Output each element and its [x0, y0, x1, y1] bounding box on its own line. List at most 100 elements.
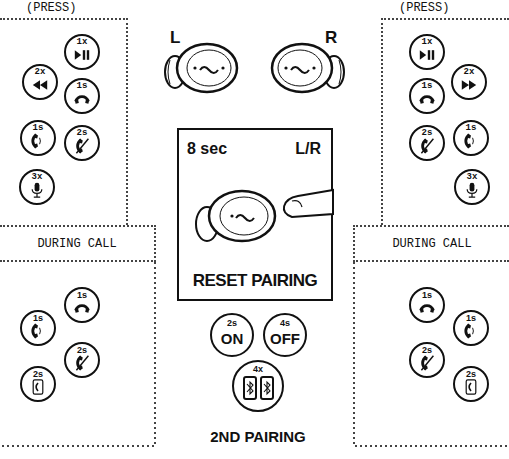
node-text: 2ND PAIRING — [210, 428, 306, 445]
node-text: 8 sec — [187, 140, 227, 158]
node-text: OFF — [265, 330, 305, 347]
control-circle: 2s — [409, 342, 445, 378]
node-text: 1x — [66, 37, 98, 47]
node-text: 2s — [455, 369, 487, 379]
decline-icon — [76, 356, 88, 370]
panel-outline — [0, 262, 155, 446]
ear-tip-line — [168, 60, 170, 84]
play-pause-icon — [75, 50, 89, 60]
logo-mark — [200, 67, 218, 73]
phone-outline — [261, 377, 273, 399]
earbud-body — [177, 44, 237, 92]
ear-tip — [196, 207, 218, 241]
control-circle: 3x — [19, 169, 55, 205]
control-circle: 2s — [453, 366, 489, 402]
panel-outline — [354, 262, 509, 446]
hang-up-icon — [420, 97, 434, 104]
ear-tip — [324, 56, 344, 88]
reset-box: 8 sec L/R RESET PAIRING — [177, 128, 333, 301]
control-circle: 1s — [64, 287, 100, 323]
phone-icon — [466, 134, 474, 148]
control-circle: 1s — [64, 78, 100, 114]
play-pause-icon — [420, 50, 434, 60]
control-circle: 1s — [409, 287, 445, 323]
button-panel: (PRESS)1x2x1s1s2s3x — [381, 18, 509, 225]
logo-mark — [236, 215, 254, 221]
node-text: 2s — [22, 369, 54, 379]
node-text: (PRESS) — [399, 1, 449, 15]
transfer-icon — [33, 380, 43, 394]
side-label: L — [170, 28, 180, 48]
hang-up-icon — [420, 306, 434, 313]
call-band: DURING CALL — [0, 225, 156, 262]
earbud-left — [165, 44, 237, 92]
node-text: 4s — [265, 318, 305, 328]
logo-dot — [312, 66, 315, 69]
logo-dot — [221, 66, 224, 69]
mic-icon — [32, 183, 42, 197]
earbud-ring — [187, 50, 231, 86]
control-circle: 1s — [453, 120, 489, 156]
phone-icon — [33, 134, 41, 148]
power-circle: 4sOFF — [263, 313, 307, 357]
node-text: (PRESS) — [26, 1, 76, 15]
phone-icon — [466, 324, 474, 338]
hang-up-icon — [75, 306, 89, 313]
control-circle: 1s — [409, 78, 445, 114]
control-circle: 2x — [451, 64, 487, 100]
finger — [284, 190, 333, 217]
control-circle: 1s — [20, 120, 56, 156]
node-text: 3x — [21, 172, 53, 182]
phone-icon — [33, 324, 41, 338]
node-text: L/R — [295, 140, 321, 158]
control-circle: 1x — [64, 34, 100, 70]
node-text: 1s — [66, 290, 98, 300]
node-text: 2s — [411, 345, 443, 355]
reset-illustration — [196, 190, 333, 241]
node-text: RESET PAIRING — [179, 271, 331, 291]
node-text: 1s — [22, 123, 54, 133]
logo-dot — [230, 214, 233, 217]
earbud-ring — [278, 50, 322, 86]
button-panel: (PRESS)1x2x1s1s2s3x — [0, 18, 128, 225]
pairing-circle: 4x2ND PAIRING — [232, 360, 284, 412]
control-circle: 2s — [20, 366, 56, 402]
control-circle: 1s — [20, 310, 56, 346]
node-text: 4x — [234, 364, 282, 374]
node-text: 1s — [455, 313, 487, 323]
node-text: 1s — [411, 81, 443, 91]
node-text: 1s — [411, 290, 443, 300]
power-circle: 2sON — [210, 313, 254, 357]
transfer-icon — [466, 380, 476, 394]
side-label: R — [325, 28, 337, 48]
node-text: DURING CALL — [37, 237, 116, 251]
phones-icon — [244, 377, 273, 399]
logo-dot — [284, 66, 287, 69]
control-circle: 2s — [64, 125, 100, 161]
bluetooth-symbol — [247, 382, 253, 394]
node-text: 2x — [24, 67, 56, 77]
fingernail — [292, 201, 302, 207]
node-text: 2s — [411, 128, 443, 138]
control-circle: 3x — [454, 169, 490, 205]
mic-icon — [467, 183, 477, 197]
call-band: DURING CALL — [353, 225, 509, 262]
forward-icon — [462, 80, 476, 90]
node-text: 2s — [66, 345, 98, 355]
ear-tip-line — [339, 60, 341, 84]
earbud-right — [272, 44, 344, 92]
node-text: 2s — [66, 128, 98, 138]
logo-mark — [291, 67, 309, 73]
decline-icon — [421, 139, 433, 153]
control-circle: 1s — [453, 310, 489, 346]
hang-up-icon — [75, 97, 89, 104]
node-text: 2x — [453, 67, 485, 77]
earbud-body — [209, 191, 275, 241]
node-text: 1s — [66, 81, 98, 91]
node-text: DURING CALL — [392, 237, 471, 251]
earbud-ring — [220, 197, 268, 235]
node-text: 1s — [22, 313, 54, 323]
control-circle: 2s — [64, 342, 100, 378]
control-circle: 1x — [409, 34, 445, 70]
